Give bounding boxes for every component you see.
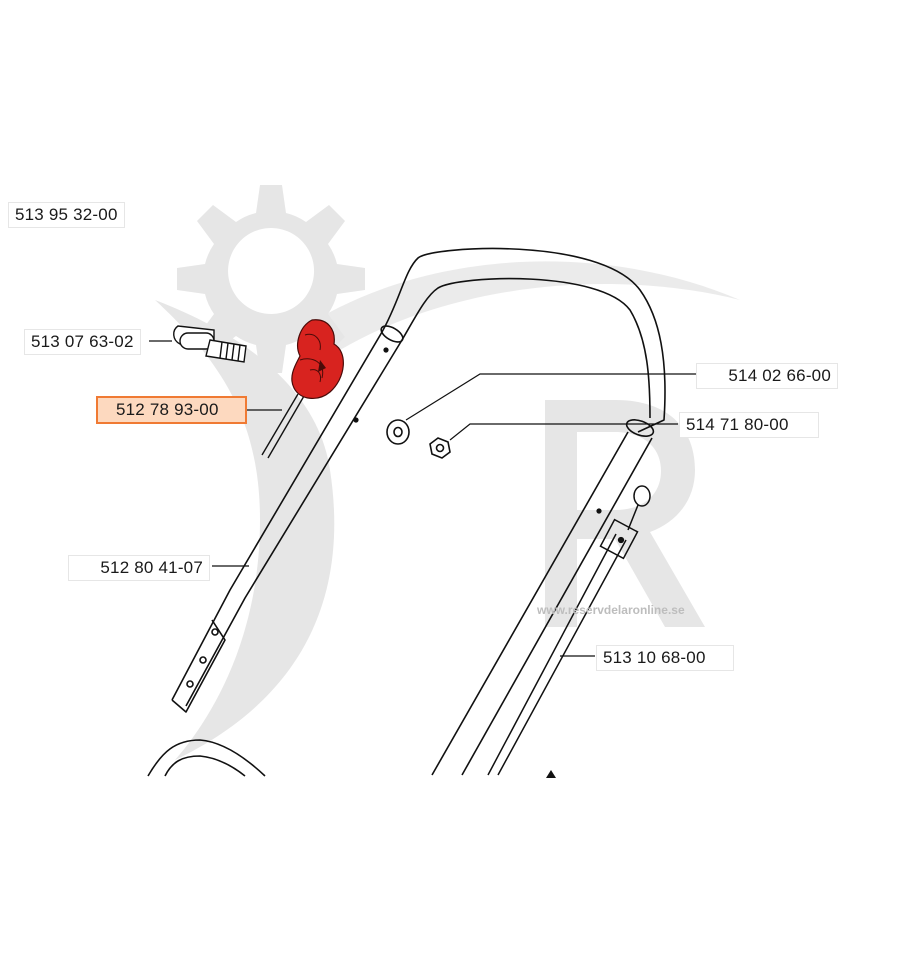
throttle-control	[291, 319, 344, 399]
watermark-swoosh	[155, 300, 335, 760]
part-number: 513 95 32-00	[15, 205, 118, 224]
leader-lines	[149, 340, 696, 657]
lower-handle-bar	[147, 739, 266, 777]
part-label-512-80-41-07[interactable]: 512 80 41-07	[68, 555, 210, 581]
washer-part	[386, 419, 410, 445]
part-number: 514 02 66-00	[728, 366, 831, 385]
leader-514-02-66-00	[405, 373, 696, 421]
handle-bar	[171, 247, 666, 776]
watermark-logo	[155, 185, 740, 760]
lever-wire	[261, 393, 305, 459]
part-label-512-78-93-00[interactable]: 512 78 93-00	[96, 396, 247, 424]
leader-514-71-80-00	[449, 423, 678, 441]
watermark-r-letter	[545, 400, 705, 627]
throttle-cable	[487, 485, 651, 776]
part-number: 513 10 68-00	[603, 648, 706, 667]
part-label-513-07-63-02[interactable]: 513 07 63-02	[24, 329, 141, 355]
watermark-arc	[300, 261, 740, 350]
diagram-arrow-icon	[546, 770, 556, 778]
nut-part	[429, 437, 451, 459]
part-number: 512 80 41-07	[100, 558, 203, 577]
part-label-513-10-68-00[interactable]: 513 10 68-00	[596, 645, 734, 671]
part-label-513-95-32-00[interactable]: 513 95 32-00	[8, 202, 125, 228]
part-number: 513 07 63-02	[31, 332, 134, 351]
part-number: 512 78 93-00	[116, 400, 219, 419]
screw-part	[173, 325, 247, 363]
part-label-514-71-80-00[interactable]: 514 71 80-00	[679, 412, 819, 438]
part-label-514-02-66-00[interactable]: 514 02 66-00	[696, 363, 838, 389]
part-number: 514 71 80-00	[686, 415, 789, 434]
watermark-url: www.reservdelaronline.se	[537, 603, 685, 617]
